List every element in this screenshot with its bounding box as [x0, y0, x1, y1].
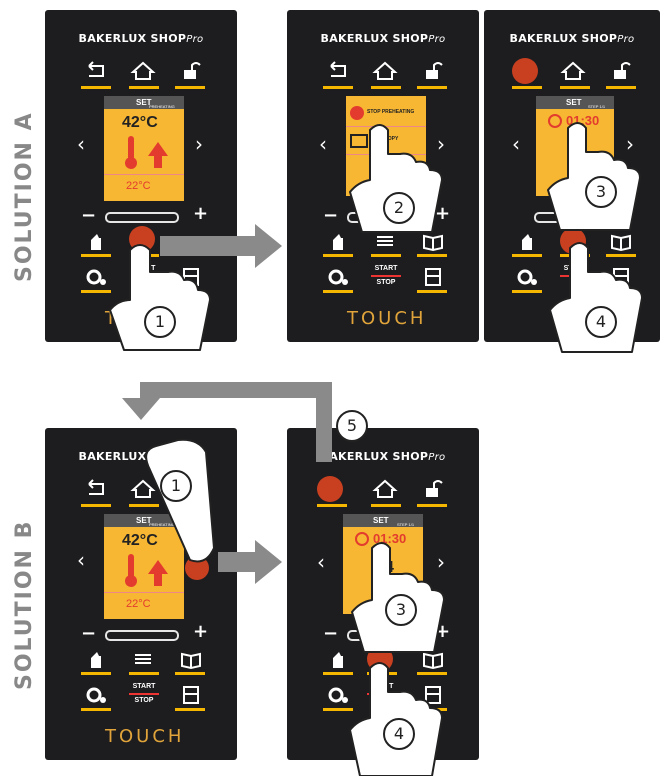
- temp-value: 42°C: [122, 532, 158, 549]
- step-4-badge: 4: [383, 718, 415, 750]
- set-label: SET: [136, 98, 152, 107]
- hand-icon: [549, 242, 643, 353]
- hand-icon: [109, 244, 211, 351]
- unlock-icon[interactable]: [608, 60, 634, 82]
- back-icon[interactable]: [83, 60, 109, 82]
- manual-icon[interactable]: [514, 230, 540, 252]
- next-icon[interactable]: ›: [437, 132, 445, 156]
- unlock-icon[interactable]: [178, 60, 204, 82]
- menu-icon[interactable]: [372, 230, 398, 252]
- recipe-book-icon[interactable]: [608, 230, 634, 252]
- recipe-book-icon[interactable]: [420, 230, 446, 252]
- settings-icon[interactable]: [325, 684, 351, 706]
- touch-label: TOUCH: [347, 308, 427, 329]
- core-temp-value: 22°C: [126, 180, 151, 192]
- manual-icon[interactable]: [325, 230, 351, 252]
- brand-title: BAKERLUX SHOPPro: [320, 450, 446, 463]
- step-2-badge: 2: [383, 192, 415, 224]
- settings-icon[interactable]: [83, 684, 109, 706]
- display-screen: SET PREHEATING 42°C 22°C: [104, 96, 184, 201]
- manual-icon[interactable]: [83, 230, 109, 252]
- book-icon: [350, 134, 368, 148]
- clock-icon: [355, 532, 369, 546]
- temp-value: 42°C: [122, 114, 158, 131]
- step-5-badge: 5: [336, 410, 368, 442]
- settings-icon[interactable]: [514, 266, 540, 288]
- step-label: STEP 1/1: [588, 104, 606, 109]
- next-icon[interactable]: ›: [626, 132, 634, 156]
- arrow-down-icon: [122, 398, 160, 420]
- step-1-badge: 1: [160, 470, 192, 502]
- preheating-label: PREHEATING: [149, 522, 175, 527]
- slider[interactable]: [105, 630, 179, 641]
- slider[interactable]: [105, 212, 179, 223]
- menu-icon[interactable]: [130, 648, 156, 670]
- step-1-badge: 1: [144, 306, 176, 338]
- step-label: STEP 1/1: [397, 522, 415, 527]
- unlock-icon[interactable]: [420, 478, 446, 500]
- next-icon[interactable]: ›: [437, 550, 445, 574]
- save-icon[interactable]: [178, 684, 204, 706]
- step-3-badge: 3: [585, 176, 617, 208]
- home-icon[interactable]: [372, 478, 398, 500]
- home-icon[interactable]: [130, 60, 156, 82]
- settings-icon[interactable]: [325, 266, 351, 288]
- prev-icon[interactable]: ‹: [77, 548, 85, 572]
- recipe-book-icon[interactable]: [420, 648, 446, 670]
- thermometer-up-icon: [118, 134, 170, 170]
- tray-button-red[interactable]: [317, 476, 343, 502]
- core-temp-value: 22°C: [126, 598, 151, 610]
- set-label: SET: [136, 516, 152, 525]
- arrow-right-icon: [218, 540, 282, 584]
- brand-title: BAKERLUX SHOPPro: [78, 32, 204, 45]
- step-3-badge: 3: [385, 594, 417, 626]
- prev-icon[interactable]: ‹: [319, 132, 327, 156]
- thermometer-up-icon: [118, 552, 170, 588]
- touch-label: TOUCH: [105, 726, 185, 747]
- display-screen: SET PREHEATING 42°C 22°C: [104, 514, 184, 619]
- unlock-icon[interactable]: [420, 60, 446, 82]
- next-icon[interactable]: ›: [195, 132, 203, 156]
- stop-preheating-label: STOP PREHEATING: [367, 109, 415, 115]
- home-icon[interactable]: [372, 60, 398, 82]
- manual-icon[interactable]: [325, 648, 351, 670]
- brand-title: BAKERLUX SHOPPro: [320, 32, 446, 45]
- manual-icon[interactable]: [83, 648, 109, 670]
- hand-icon: [349, 124, 443, 233]
- preheating-label: PREHEATING: [149, 104, 175, 109]
- tray-button-red[interactable]: [512, 58, 538, 84]
- stop-preheating-icon: [350, 106, 364, 120]
- prev-icon[interactable]: ‹: [317, 550, 325, 574]
- home-icon[interactable]: [130, 478, 156, 500]
- save-icon[interactable]: [420, 684, 446, 706]
- prev-icon[interactable]: ‹: [77, 132, 85, 156]
- clock-icon: [548, 114, 562, 128]
- back-icon[interactable]: [325, 60, 351, 82]
- arrow-loop-segment: [316, 382, 332, 462]
- save-icon[interactable]: [420, 266, 446, 288]
- home-icon[interactable]: [560, 60, 586, 82]
- brand-title: BAKERLUX SHOPPro: [509, 32, 635, 45]
- recipe-book-icon[interactable]: [178, 648, 204, 670]
- settings-icon[interactable]: [83, 266, 109, 288]
- step-4-badge: 4: [585, 306, 617, 338]
- set-label: SET: [373, 516, 389, 525]
- panel-b1: BAKERLUX SHOPPro ‹ SET PREHEATING 42°C 2…: [45, 428, 237, 760]
- back-icon[interactable]: [83, 478, 109, 500]
- set-label: SET: [566, 98, 582, 107]
- arrow-right-icon: [160, 224, 282, 268]
- prev-icon[interactable]: ‹: [512, 132, 520, 156]
